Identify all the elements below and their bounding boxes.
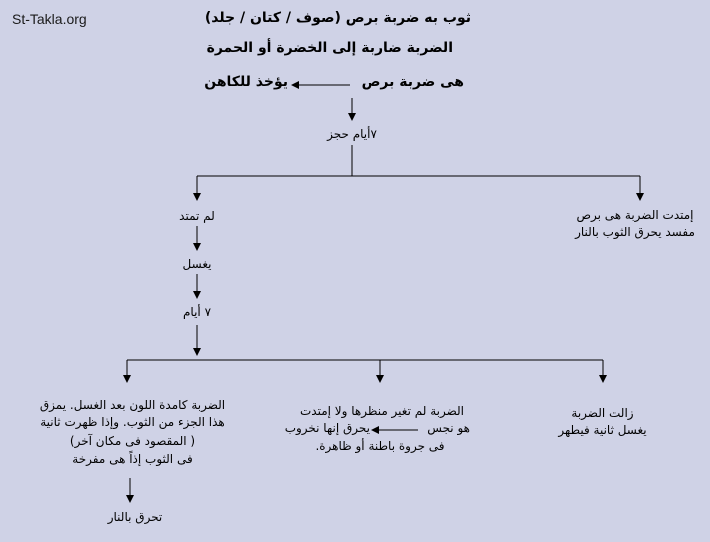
burn-label: تحرق بالنار	[107, 510, 163, 524]
seven-days-label: ٧ أيام	[182, 305, 212, 319]
unchanged-line-3: يحرق إنها نخروب	[284, 421, 370, 435]
diagram-title: ثوب به ضربة برص (صوف / كتان / جلد)	[204, 10, 471, 26]
washed-label: يغسل	[182, 257, 212, 271]
gone-line-2: يغسل ثانية فيطهر	[558, 423, 647, 437]
to-priest-label: يؤخذ للكاهن	[204, 74, 288, 90]
dim-line-1: الضربة كامدة اللون بعد الغسل. يمزق	[39, 398, 226, 412]
dim-line-4: فى الثوب إذاً هى مفرخة	[72, 452, 193, 466]
unchanged-line-1: الضربة لم تغير منظرها ولا إمتدت	[300, 404, 464, 418]
dim-line-3: ( المقصود فى مكان آخر)	[69, 434, 196, 448]
unchanged-line-4: فى جروة باطنة أو ظاهرة.	[315, 439, 445, 453]
spread-line-2: مفسد يحرق الثوب بالنار	[575, 225, 695, 239]
unchanged-line-2: هو نجس	[427, 421, 470, 435]
watermark-logo: St-Takla.org	[12, 11, 87, 27]
spread-line-1: إمتدت الضربة هى برص	[576, 208, 694, 222]
diagram-subtitle: الضربة ضاربة إلى الخضرة أو الحمرة	[206, 40, 453, 56]
gone-line-1: زالت الضربة	[571, 406, 634, 420]
dim-line-2: هذا الجزء من الثوب. وإذا ظهرت ثانية	[40, 415, 225, 429]
suspected-leprosy-label: هى ضربة برص	[361, 74, 464, 90]
quarantine-label: ٧أيام حجز	[327, 127, 377, 141]
not-spread-label: لم تمتد	[179, 209, 215, 223]
